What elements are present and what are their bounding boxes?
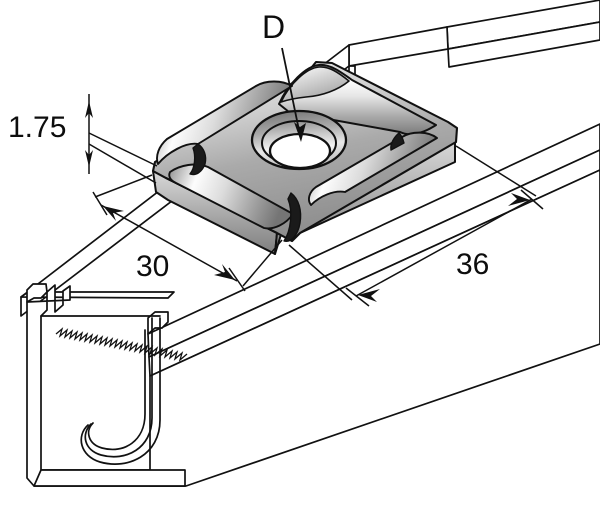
width-witness-right	[242, 239, 283, 287]
channel-left-end-top	[20, 291, 175, 299]
thickness-leader-upper	[88, 132, 158, 167]
channel-nut-body	[151, 60, 459, 255]
width-dimension-label: 30	[136, 250, 169, 283]
length-dimension	[288, 145, 544, 307]
channel-left-lip-notch	[26, 283, 48, 303]
width-arrow-start	[103, 206, 124, 221]
hole-callout-leader	[281, 47, 301, 136]
channel-spring-loop-inner2	[87, 329, 146, 451]
length-dimension-label: 36	[456, 248, 489, 281]
length-ext-line-right	[520, 189, 544, 210]
width-ext-line-left	[92, 191, 108, 216]
channel-rear-lip-face	[447, 21, 600, 68]
channel-lip-serration	[55, 327, 188, 362]
thickness-arrow-top	[85, 101, 93, 118]
width-witness-left	[94, 174, 153, 198]
nut-front-ridge	[168, 163, 294, 230]
channel-spring-loop-outer	[80, 317, 161, 465]
width-arrow-end	[214, 264, 235, 280]
length-ext-line-left	[345, 287, 370, 307]
thickness-dimension	[85, 94, 158, 184]
thickness-dimension-label: 1.75	[8, 111, 66, 144]
channel-inner-bottom	[33, 469, 186, 487]
length-witness-far	[455, 145, 537, 197]
nut-center-notch	[283, 192, 302, 242]
nut-left-ridge	[156, 80, 293, 165]
width-dim-line	[100, 204, 238, 282]
channel-spring-loop-inner	[84, 317, 153, 458]
length-arrow-end	[508, 193, 530, 206]
nut-rear-ridge-cap	[280, 66, 350, 103]
nut-right-ridge	[308, 131, 438, 206]
hole-callout-arrow	[294, 122, 306, 142]
thickness-leader-lower	[88, 143, 157, 184]
nut-right-notch	[390, 132, 405, 151]
channel-rear-lip-return	[348, 26, 449, 67]
channel-front-face	[149, 169, 600, 487]
hole-diameter-label: D	[262, 9, 285, 45]
length-dim-line	[355, 198, 533, 297]
hole-diameter-callout	[281, 47, 306, 142]
width-ext-line-right	[228, 267, 246, 292]
channel-front-lip-face	[148, 149, 600, 377]
thickness-arrow-bottom	[85, 150, 93, 167]
channel-front-lip-notch	[147, 311, 169, 335]
length-witness-near	[288, 244, 353, 301]
nut-left-notch	[189, 143, 207, 176]
width-dimension	[92, 174, 283, 292]
length-arrow-start	[358, 289, 380, 302]
